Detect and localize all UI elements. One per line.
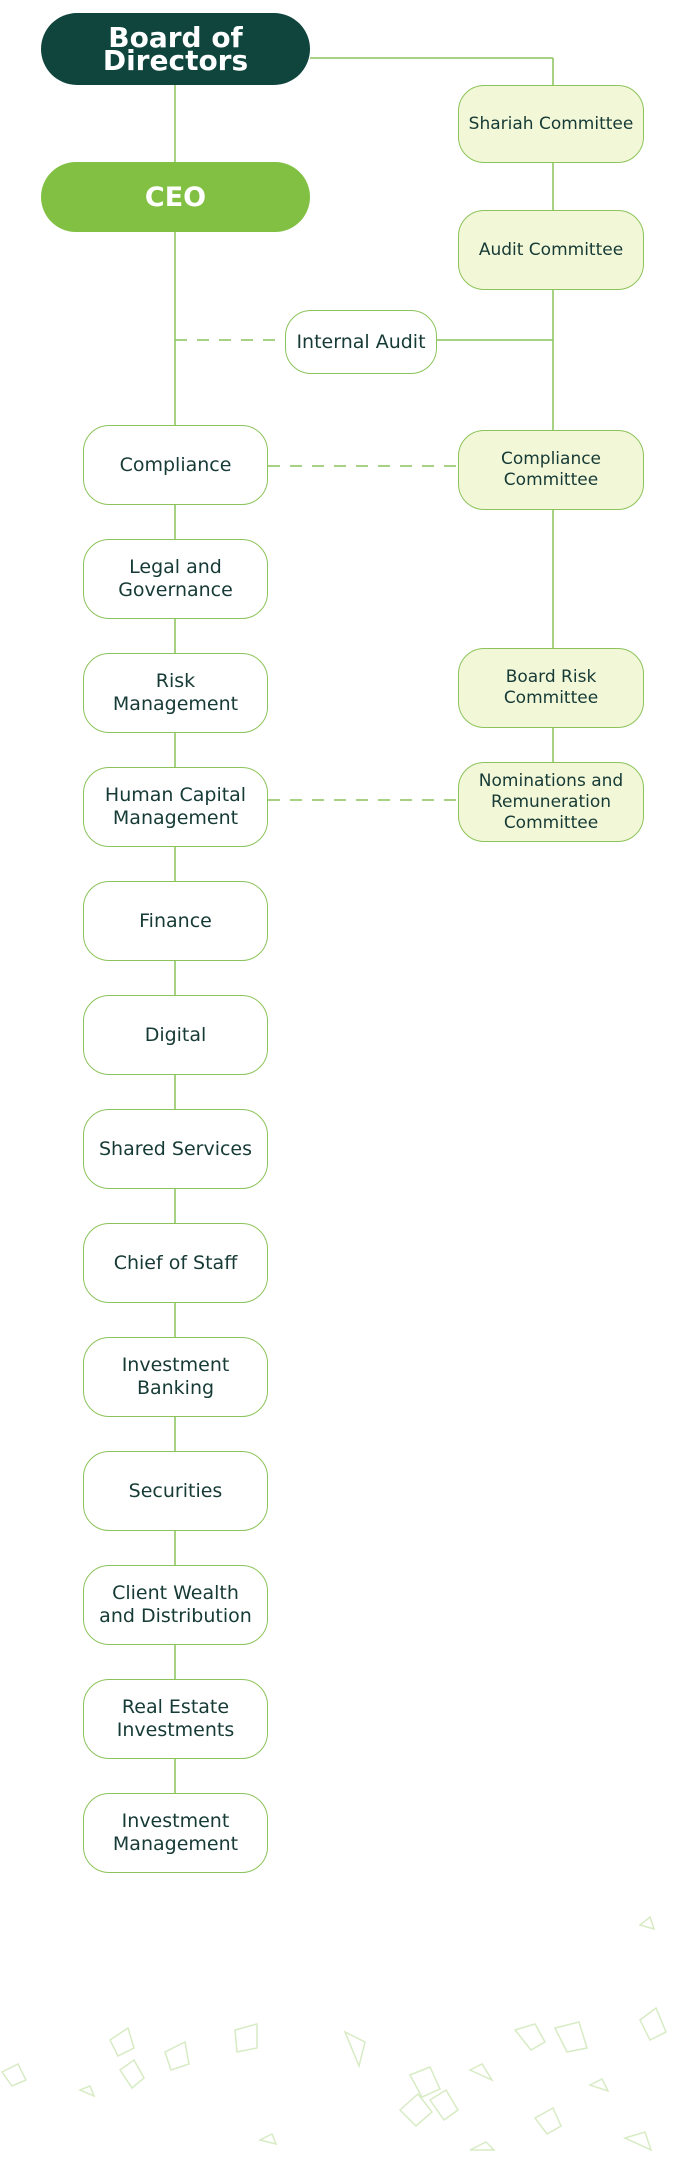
board-of-directors-node: Board of Directors (41, 13, 310, 85)
department-investment-management-node: Investment Management (83, 1793, 268, 1873)
department-compliance-node: Compliance (83, 425, 268, 505)
department-risk-management-node: Risk Management (83, 653, 268, 733)
nominations-remuneration-committee-node: Nominations and Remuneration Committee (458, 762, 644, 842)
department-securities-node: Securities (83, 1451, 268, 1531)
board-risk-committee-node: Board Risk Committee (458, 648, 644, 728)
department-shared-services-node: Shared Services (83, 1109, 268, 1189)
department-digital-node: Digital (83, 995, 268, 1075)
department-human-capital-node: Human Capital Management (83, 767, 268, 847)
department-investment-banking-node: Investment Banking (83, 1337, 268, 1417)
compliance-committee-node: Compliance Committee (458, 430, 644, 510)
department-legal-governance-node: Legal and Governance (83, 539, 268, 619)
department-client-wealth-node: Client Wealth and Distribution (83, 1565, 268, 1645)
department-chief-of-staff-node: Chief of Staff (83, 1223, 268, 1303)
internal-audit-node: Internal Audit (285, 310, 437, 374)
audit-committee-node: Audit Committee (458, 210, 644, 290)
department-real-estate-node: Real Estate Investments (83, 1679, 268, 1759)
ceo-node: CEO (41, 162, 310, 232)
shariah-committee-node: Shariah Committee (458, 85, 644, 163)
department-finance-node: Finance (83, 881, 268, 961)
